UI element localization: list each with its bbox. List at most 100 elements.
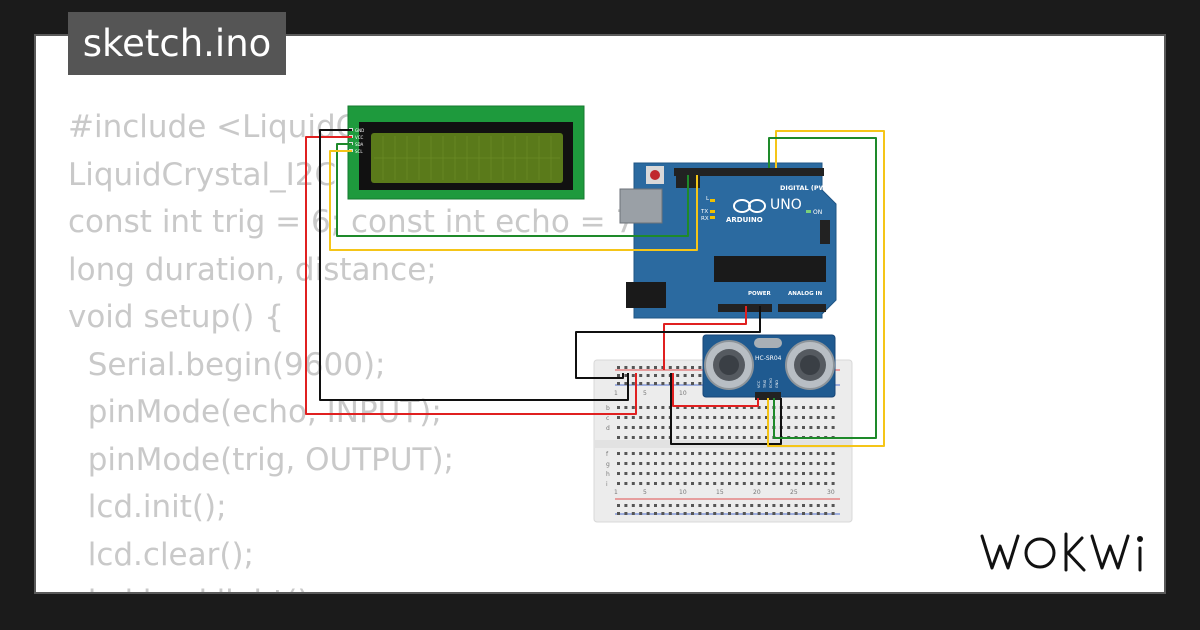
bb-hole <box>720 436 724 439</box>
bb-hole <box>705 482 709 485</box>
bb-hole <box>698 426 702 429</box>
bb-hole <box>713 512 717 515</box>
bb-hole <box>668 366 672 369</box>
bb-hole <box>816 426 820 429</box>
bb-hole <box>639 416 643 419</box>
bb-hole <box>824 512 828 515</box>
bb-hole <box>720 482 724 485</box>
bb-hole <box>765 436 768 439</box>
arduino-logo-icon <box>733 199 766 213</box>
bb-hole <box>735 482 739 485</box>
bb-hole <box>617 366 620 369</box>
bb-hole <box>668 452 672 455</box>
bb-hole <box>728 482 731 485</box>
bb-hole <box>654 452 657 455</box>
bb-hole <box>691 504 694 507</box>
bb-hole <box>654 426 657 429</box>
bb-hole <box>683 512 687 515</box>
bb-hole <box>654 482 657 485</box>
bb-hole <box>654 406 657 409</box>
bb-hole <box>720 472 724 475</box>
bb-hole <box>787 472 791 475</box>
bb-hole <box>631 382 635 385</box>
bb-hole <box>750 426 754 429</box>
bb-hole <box>757 436 761 439</box>
bb-hole <box>676 504 680 507</box>
bb-hole <box>698 436 702 439</box>
bb-hole <box>720 426 724 429</box>
bb-hole <box>824 504 828 507</box>
bb-hole <box>646 462 650 465</box>
bb-hole <box>646 366 650 369</box>
bb-hole <box>787 416 791 419</box>
bb-hole <box>698 512 702 515</box>
bb-hole <box>728 436 731 439</box>
bb-hole <box>639 374 643 377</box>
bb-hole <box>698 406 702 409</box>
bb-col-number: 25 <box>790 489 798 496</box>
bb-hole <box>661 416 665 419</box>
code-line: void setup() { <box>68 299 284 335</box>
bb-hole <box>713 482 717 485</box>
bb-hole <box>816 406 820 409</box>
bb-hole <box>831 426 835 429</box>
bb-hole <box>735 472 739 475</box>
bb-hole <box>668 462 672 465</box>
analog-header <box>778 304 826 312</box>
bb-hole <box>794 416 798 419</box>
bb-hole <box>735 504 739 507</box>
bb-hole <box>654 374 657 377</box>
bb-hole <box>698 382 702 385</box>
bb-hole <box>765 472 768 475</box>
bb-hole <box>742 472 746 475</box>
bb-hole <box>713 426 717 429</box>
file-tab[interactable]: sketch.ino <box>68 12 286 75</box>
bb-hole <box>728 406 731 409</box>
wire-green-lcd-sda <box>336 143 689 237</box>
bb-hole <box>750 406 754 409</box>
bb-hole <box>654 472 657 475</box>
bb-hole <box>713 452 717 455</box>
bb-hole <box>742 462 746 465</box>
bb-hole <box>728 512 731 515</box>
bb-hole <box>624 462 628 465</box>
board-name: UNO <box>770 197 802 213</box>
bb-hole <box>802 416 805 419</box>
sensor-pin-vcc: VCC <box>757 380 761 388</box>
bb-hole <box>720 512 724 515</box>
bb-hole <box>742 504 746 507</box>
bb-hole <box>691 452 694 455</box>
bb-hole <box>779 472 783 475</box>
arduino-uno[interactable]: DIGITAL (PWM ~) UNO ARDUINO ON L TX RX P… <box>619 162 843 319</box>
bb-hole <box>654 504 657 507</box>
ultrasonic-sensor[interactable]: HC-SR04 VCC TRIG ECHO GND <box>702 334 836 400</box>
bb-hole <box>654 512 657 515</box>
bb-hole <box>631 426 635 429</box>
bb-hole <box>772 452 776 455</box>
bb-hole <box>639 452 643 455</box>
bb-hole <box>698 482 702 485</box>
bb-hole <box>794 504 798 507</box>
bb-hole <box>728 452 731 455</box>
bb-hole <box>831 472 835 475</box>
bb-hole <box>691 374 694 377</box>
bb-hole <box>802 504 805 507</box>
bb-hole <box>809 452 813 455</box>
bb-col-number: 20 <box>753 489 761 496</box>
bb-hole <box>646 482 650 485</box>
lcd-pin-gnd: GND <box>355 128 364 133</box>
bb-hole <box>824 426 828 429</box>
bb-hole <box>802 406 805 409</box>
reset-button[interactable] <box>650 170 660 180</box>
wire-black-gnd <box>575 306 761 379</box>
code-line: long duration, distance; <box>68 251 437 288</box>
bb-row-letter: f <box>606 451 609 458</box>
bb-hole <box>617 482 620 485</box>
bb-hole <box>683 366 687 369</box>
bb-hole <box>802 452 805 455</box>
lcd-display[interactable]: GND VCC SDA SCL <box>347 105 585 200</box>
bb-hole <box>661 504 665 507</box>
bb-hole <box>742 426 746 429</box>
bb-hole <box>646 426 650 429</box>
